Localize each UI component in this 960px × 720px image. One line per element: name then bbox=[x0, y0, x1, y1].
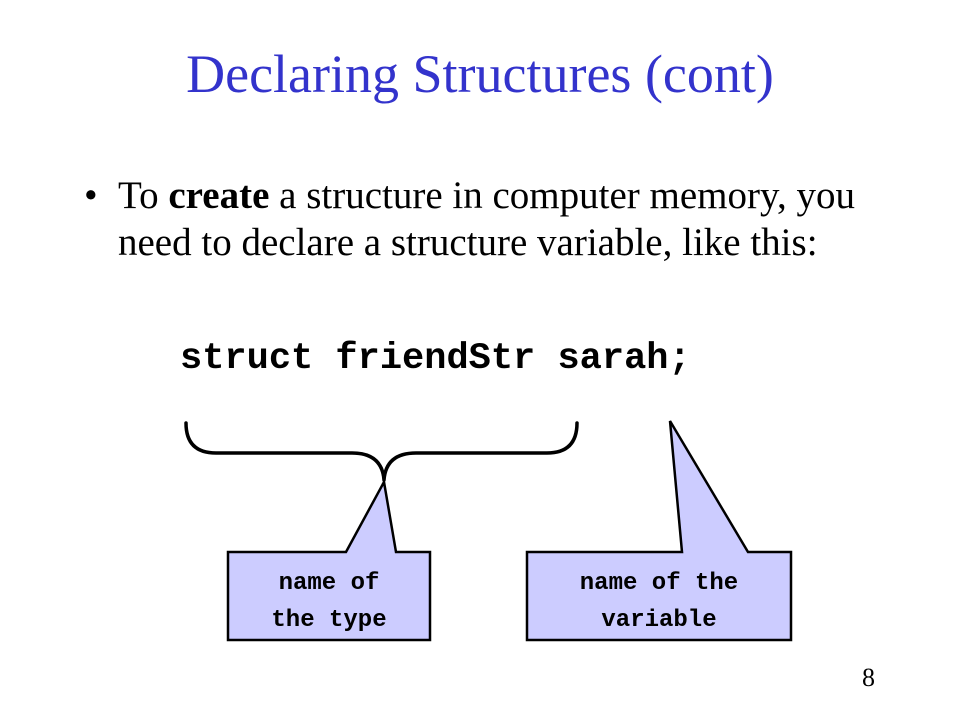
bullet-marker: • bbox=[84, 174, 98, 217]
callout-variable-label: name of the variable bbox=[527, 565, 791, 639]
slide-title: Declaring Structures (cont) bbox=[186, 44, 774, 104]
callout-type-label: name of the type bbox=[228, 565, 430, 639]
code-declaration: struct friendStr sarah; bbox=[180, 338, 691, 380]
callout-type-line-1: name of bbox=[278, 570, 380, 597]
callout-variable-line-1: name of the bbox=[579, 570, 739, 597]
page-number: 8 bbox=[862, 663, 875, 692]
callout-type-shape bbox=[226, 478, 432, 642]
bullet-text: To create a structure in computer memory… bbox=[118, 172, 878, 266]
callout-variable-line-2: variable bbox=[601, 607, 717, 634]
callout-variable-shape bbox=[525, 420, 793, 642]
callout-type-line-2: the type bbox=[271, 607, 387, 634]
bullet-text-start: To bbox=[118, 174, 169, 217]
bullet-text-end: a structure in computer memory, you need… bbox=[118, 174, 855, 264]
bullet-emphasis: create bbox=[168, 174, 270, 217]
curly-brace bbox=[184, 421, 579, 482]
